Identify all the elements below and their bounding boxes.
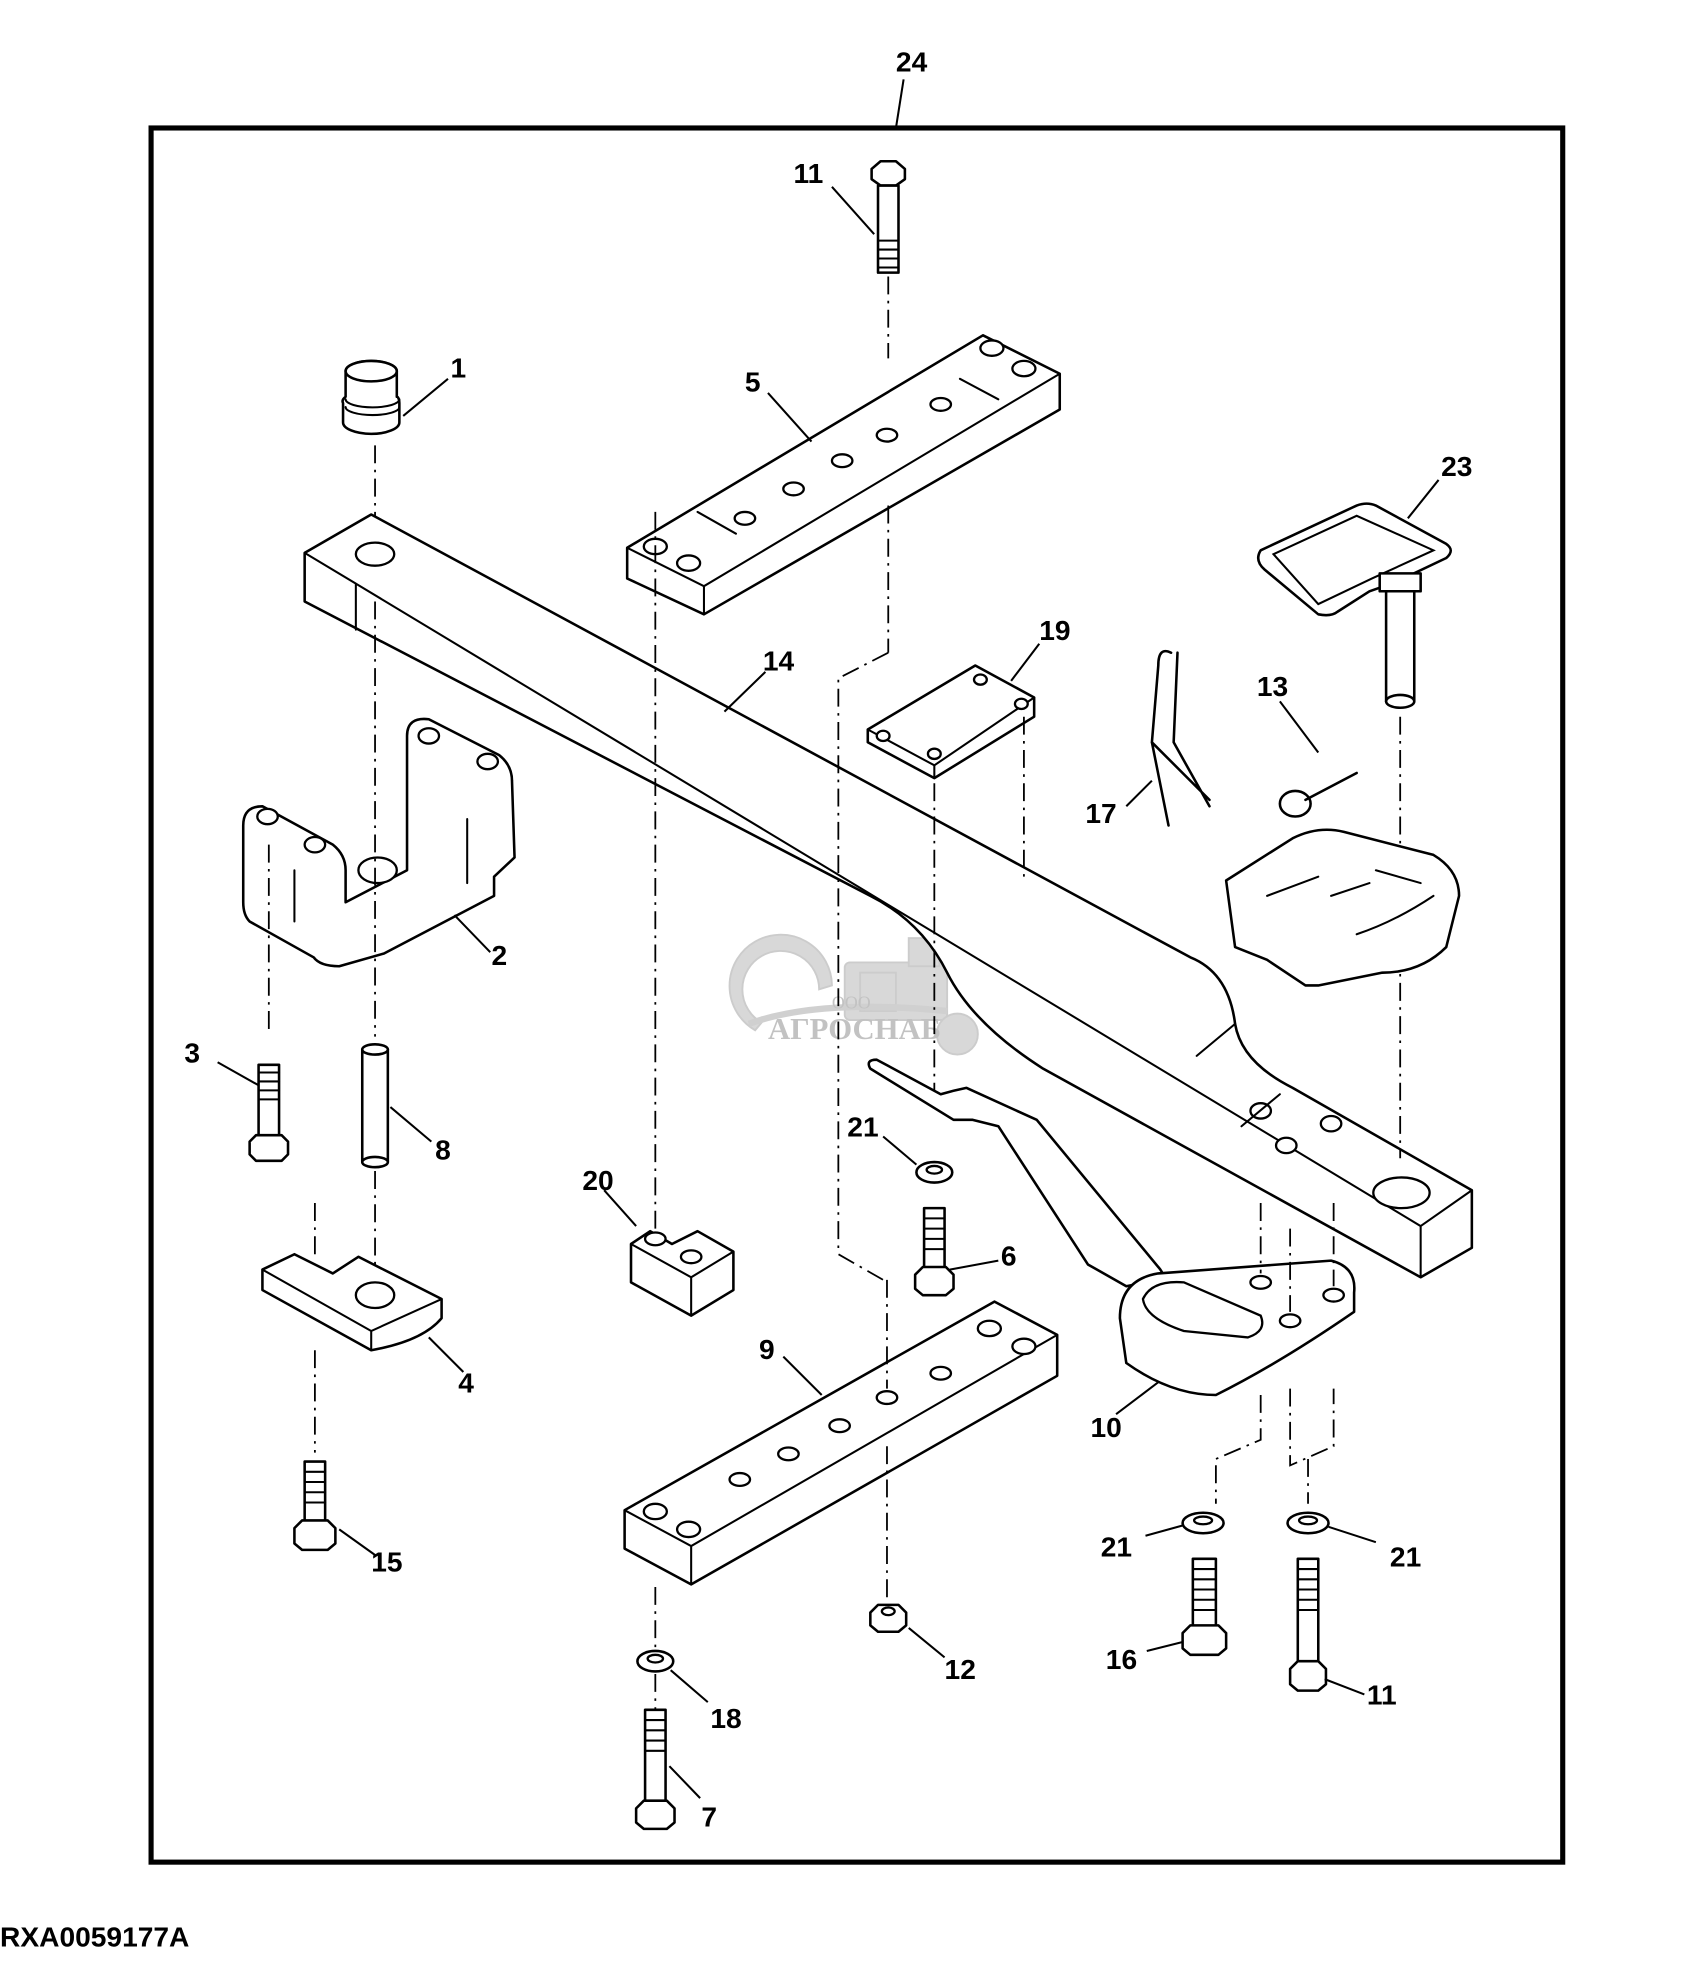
callout-15-label[interactable]: 10 xyxy=(1090,1412,1121,1443)
leader-24 xyxy=(894,79,905,129)
callout-18[interactable]: 18 xyxy=(710,1703,741,1734)
callout-6[interactable]: 9 xyxy=(759,1334,775,1365)
callout-8[interactable]: 8 xyxy=(435,1135,451,1166)
part-19-plate[interactable] xyxy=(866,664,1036,780)
part-18-washer[interactable] xyxy=(636,1649,675,1673)
callout-10[interactable]: 15 xyxy=(371,1547,402,1578)
callout-17[interactable]: 17 xyxy=(1085,798,1116,829)
part-11-bolt-top[interactable] xyxy=(870,159,907,274)
callout-14[interactable]: 14 xyxy=(763,646,795,677)
callout-4[interactable]: 20 xyxy=(582,1165,613,1196)
callout-21-right[interactable]: 21 xyxy=(1390,1541,1421,1572)
callout-20[interactable]: 6 xyxy=(1001,1241,1017,1272)
part-hitch-clevis[interactable] xyxy=(1224,828,1461,987)
part-12-nut[interactable] xyxy=(869,1603,908,1634)
part-21-washer-upper[interactable] xyxy=(915,1160,954,1184)
part-21-washer-left[interactable] xyxy=(1181,1511,1225,1535)
callout-9[interactable]: 4 xyxy=(458,1367,474,1398)
callout-2[interactable]: 2 xyxy=(492,940,508,971)
callout-5[interactable]: 5 xyxy=(745,367,761,398)
part-15-hitch-plate[interactable] xyxy=(1118,1259,1356,1397)
gear-icon xyxy=(728,933,833,1032)
part-8-pin[interactable] xyxy=(360,1043,390,1169)
callout-11-top[interactable]: 11 xyxy=(794,158,824,189)
callout-11-bottom[interactable]: 11 xyxy=(1367,1680,1397,1711)
part-7-bolt[interactable] xyxy=(634,1708,676,1831)
part-3-bolt[interactable] xyxy=(248,1063,290,1163)
callout-21-upper[interactable]: 21 xyxy=(847,1111,878,1142)
callout-13[interactable]: 13 xyxy=(1257,671,1288,702)
watermark-name: АГРОСНАБ xyxy=(768,1012,941,1046)
part-11-bolt-bottom[interactable] xyxy=(1288,1557,1328,1692)
part-17-spring-clip[interactable] xyxy=(1150,649,1211,827)
part-13-clip-pin[interactable] xyxy=(1278,771,1358,818)
part-1-bushing[interactable] xyxy=(341,359,401,436)
callout-3[interactable]: 3 xyxy=(184,1037,200,1068)
part-21-washer-right[interactable] xyxy=(1286,1511,1330,1535)
part-23-pin[interactable] xyxy=(1256,502,1452,710)
callout-1[interactable]: 1 xyxy=(451,353,467,384)
figure-id: RXA0059177A xyxy=(0,1922,189,1953)
callout-21-left[interactable]: 21 xyxy=(1101,1531,1132,1562)
watermark-logo: ООО АГРОСНАБ xyxy=(728,933,979,1056)
callout-12[interactable]: 12 xyxy=(945,1654,976,1685)
callout-7[interactable]: 7 xyxy=(701,1801,717,1832)
part-6-bottom-plate[interactable] xyxy=(623,1300,1059,1586)
part-20-bolt[interactable] xyxy=(913,1206,955,1297)
watermark-prefix: ООО xyxy=(832,992,871,1012)
part-14-drawbar[interactable] xyxy=(303,513,1474,1279)
part-16-bolt[interactable] xyxy=(1181,1557,1228,1657)
callout-24[interactable]: 24 xyxy=(896,47,928,78)
part-4-block[interactable] xyxy=(629,1229,735,1317)
assembly-frame xyxy=(148,125,1566,1865)
callout-19[interactable]: 19 xyxy=(1039,615,1070,646)
part-2-bracket[interactable] xyxy=(241,717,516,968)
callout-16[interactable]: 16 xyxy=(1106,1644,1137,1675)
part-10-bolt[interactable] xyxy=(293,1460,337,1552)
part-9-plate[interactable] xyxy=(261,1252,443,1352)
part-5-top-plate[interactable] xyxy=(625,334,1062,616)
callout-23[interactable]: 23 xyxy=(1441,451,1472,482)
